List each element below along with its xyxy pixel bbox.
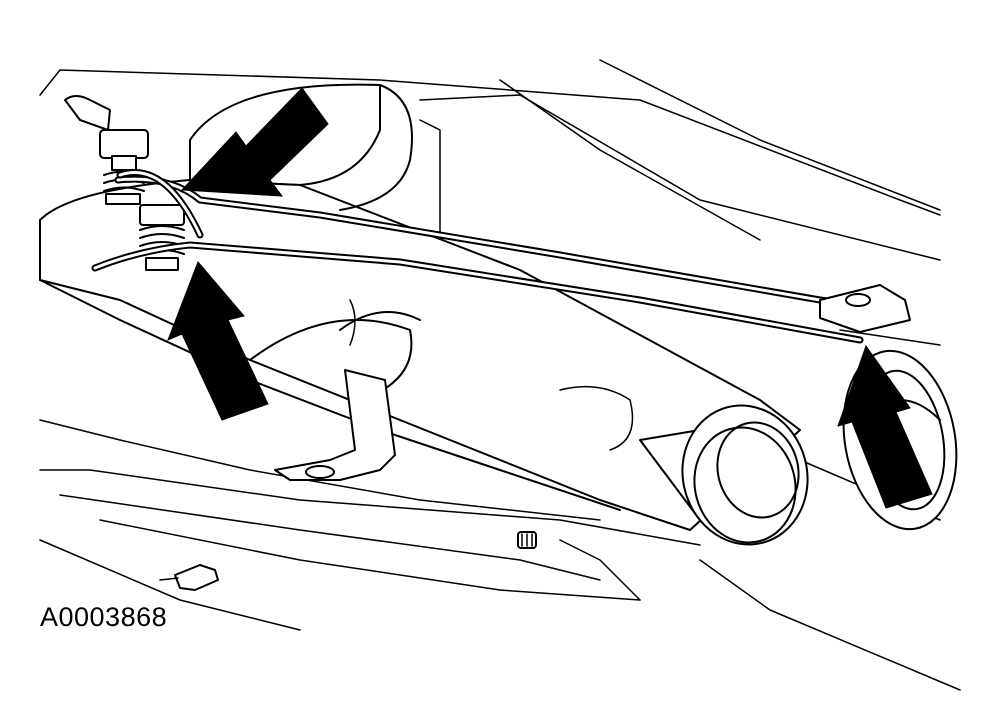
- lower-fitting: [139, 204, 185, 271]
- arrow-lower-left: [167, 261, 269, 421]
- lower-left-connector: [159, 564, 219, 591]
- arrow-upper-left: [180, 87, 329, 197]
- figure-id-label: A0003868: [40, 602, 168, 632]
- arrow-right: [837, 344, 933, 509]
- tank-strap: [274, 369, 396, 481]
- outlet-fitting: [639, 404, 809, 546]
- fuel-lines: [91, 169, 864, 344]
- upper-fitting: [64, 95, 149, 205]
- callout-arrows: [167, 87, 933, 509]
- line-bracket: [819, 284, 911, 333]
- bolt: [517, 531, 537, 549]
